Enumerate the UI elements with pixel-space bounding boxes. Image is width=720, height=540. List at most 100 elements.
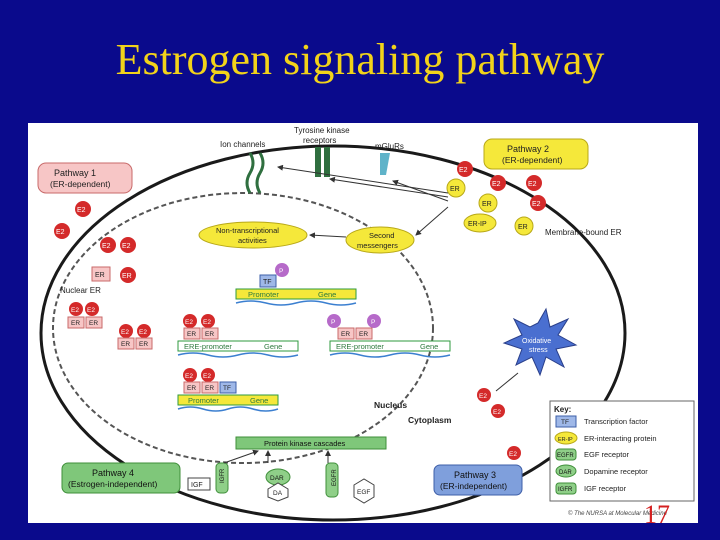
- dna-strand: [177, 394, 279, 406]
- second-messengers-label-2: messengers: [357, 241, 398, 250]
- svg-text:IGF: IGF: [191, 482, 203, 489]
- svg-text:P: P: [279, 268, 283, 275]
- svg-text:ER: ER: [359, 331, 368, 338]
- svg-text:ER: ER: [450, 186, 460, 193]
- svg-text:E2: E2: [493, 409, 501, 416]
- er-molecule: ER: [120, 267, 136, 283]
- svg-text:E2: E2: [203, 319, 211, 326]
- svg-text:TF: TF: [223, 385, 231, 392]
- p-molecule: P: [327, 314, 341, 328]
- svg-text:E2: E2: [102, 243, 111, 250]
- svg-text:ER: ER: [341, 331, 350, 338]
- svg-text:E2: E2: [139, 329, 147, 336]
- arrow: [277, 164, 449, 194]
- da-molecule: DA: [267, 482, 289, 502]
- igfr-receptor: IGFR: [215, 462, 229, 494]
- dna-strand: [235, 300, 357, 306]
- svg-text:E2: E2: [121, 329, 129, 336]
- svg-text:IGFR: IGFR: [558, 487, 573, 493]
- svg-text:E2: E2: [185, 373, 193, 380]
- svg-text:Dopamine receptor: Dopamine receptor: [584, 467, 648, 476]
- mglurs-label: mGluRs: [375, 142, 404, 151]
- non-transcriptional-label-2: activities: [238, 236, 267, 245]
- svg-text:E2: E2: [479, 393, 487, 400]
- dna-strand: [329, 352, 451, 358]
- nuclear-er-label: Nuclear ER: [60, 286, 101, 295]
- slide-title: Estrogen signaling pathway: [115, 35, 605, 84]
- svg-text:TF: TF: [561, 419, 569, 426]
- svg-text:E2: E2: [56, 229, 65, 236]
- e2-molecule: E2: [201, 368, 215, 382]
- svg-text:ER: ER: [95, 272, 105, 279]
- er-molecule: ER: [355, 327, 373, 340]
- pathway-4-title: Pathway 4: [92, 468, 134, 478]
- svg-text:ER: ER: [482, 201, 492, 208]
- pathway-1-subtitle: (ER-dependent): [50, 179, 111, 189]
- protein-kinase-cascades: [235, 436, 387, 450]
- er-molecule: ER: [183, 327, 201, 340]
- er-molecule: ER: [85, 316, 103, 329]
- oxidative-stress-label-1: Oxidative: [522, 338, 551, 345]
- pathway-3-box: [433, 464, 523, 496]
- svg-text:TF: TF: [263, 279, 272, 286]
- svg-text:E2: E2: [459, 167, 468, 174]
- e2-molecule: E2: [100, 237, 116, 253]
- svg-text:DA: DA: [273, 490, 283, 497]
- er-ip-molecule: ER-IP: [463, 213, 497, 233]
- second-messengers-label-1: Second: [369, 231, 394, 240]
- gene-label: Gene: [264, 342, 282, 351]
- er-molecule: ER: [446, 178, 466, 198]
- pathway-1-title: Pathway 1: [54, 168, 96, 178]
- gene-label: Gene: [250, 396, 268, 405]
- pathway-4-subtitle: (Estrogen-independent): [68, 479, 157, 489]
- promoter-label: Promoter: [188, 396, 219, 405]
- svg-text:IGFR: IGFR: [220, 468, 226, 483]
- er-molecule: ER: [514, 216, 534, 236]
- svg-text:E2: E2: [122, 243, 131, 250]
- arrow: [223, 449, 259, 464]
- svg-text:ER: ER: [187, 331, 196, 338]
- svg-text:E2: E2: [71, 307, 79, 314]
- svg-text:DAR: DAR: [559, 470, 572, 476]
- e2-molecule: E2: [183, 314, 197, 328]
- er-molecule: ER: [135, 337, 153, 350]
- pathway-4-box: [61, 462, 181, 494]
- svg-text:ER: ER: [205, 331, 214, 338]
- er-molecule: ER: [183, 381, 201, 394]
- e2-molecule: E2: [69, 302, 83, 316]
- e2-molecule: E2: [491, 404, 505, 418]
- e2-molecule: E2: [119, 324, 133, 338]
- e2-molecule: E2: [457, 161, 473, 177]
- gene-label: Gene: [420, 342, 438, 351]
- dna-strand: [235, 288, 357, 300]
- e2-molecule: E2: [120, 237, 136, 253]
- e2-molecule: E2: [75, 201, 91, 217]
- dna-strand: [177, 340, 299, 352]
- er-molecule: ER: [337, 327, 355, 340]
- svg-text:ER: ER: [518, 224, 528, 231]
- e2-molecule: E2: [507, 446, 521, 460]
- p-molecule: P: [275, 263, 289, 277]
- e2-molecule: E2: [477, 388, 491, 402]
- tyrosine-kinase-label-2: receptors: [303, 136, 336, 145]
- pathway-2-box: [483, 138, 589, 170]
- e2-molecule: E2: [137, 324, 151, 338]
- svg-text:DAR: DAR: [270, 475, 284, 482]
- oxidative-stress-burst: [502, 307, 578, 377]
- svg-text:EGFR: EGFR: [332, 469, 338, 486]
- svg-text:E2: E2: [203, 373, 211, 380]
- svg-text:ER-interacting protein: ER-interacting protein: [584, 434, 657, 443]
- er-molecule: ER: [201, 381, 219, 394]
- svg-text:ER-IP: ER-IP: [558, 437, 573, 443]
- egfr-receptor: EGFR: [325, 462, 339, 498]
- arrow: [415, 206, 449, 236]
- arrow: [309, 232, 347, 239]
- svg-text:E2: E2: [532, 201, 541, 208]
- pathway-3-subtitle: (ER-independent): [440, 481, 507, 491]
- e2-molecule: E2: [201, 314, 215, 328]
- svg-text:E2: E2: [492, 181, 501, 188]
- pathway-3-title: Pathway 3: [454, 470, 496, 480]
- svg-text:EGF receptor: EGF receptor: [584, 450, 630, 459]
- e2-molecule: E2: [526, 175, 542, 191]
- dna-strand: [329, 340, 451, 352]
